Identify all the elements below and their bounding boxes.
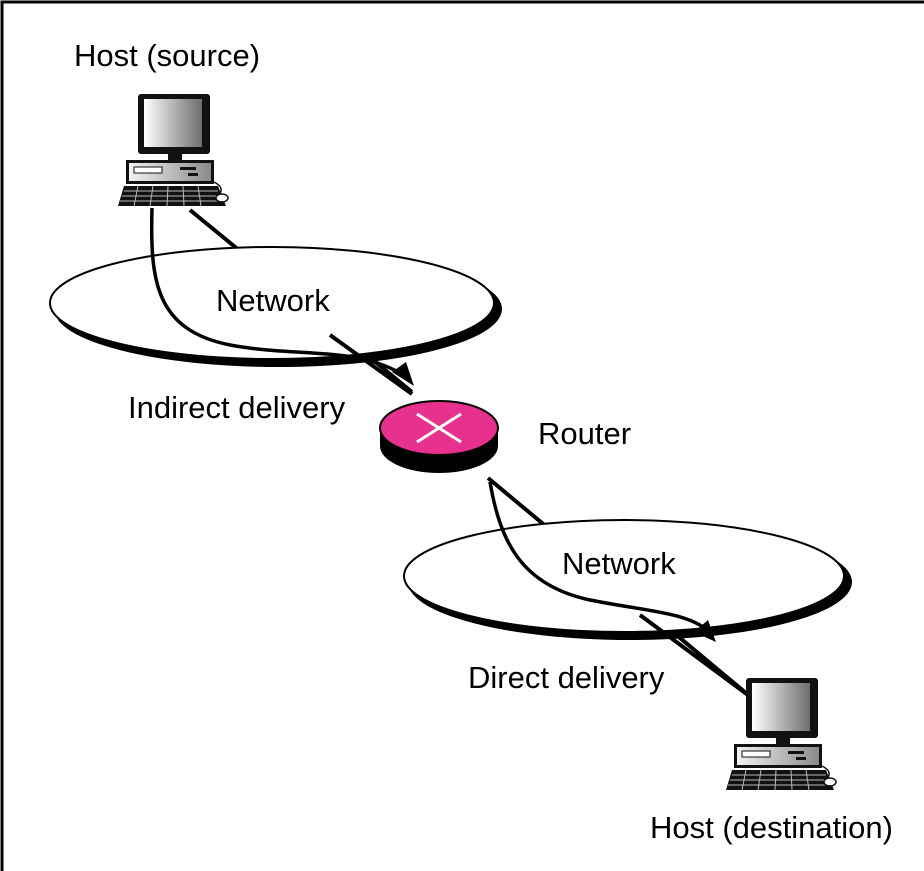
source-host-label: Host (source) <box>74 38 260 73</box>
network-bottom <box>403 519 852 640</box>
indirect-delivery-label: Indirect delivery <box>128 390 346 425</box>
link-segment <box>328 333 414 396</box>
link-segment <box>638 613 754 700</box>
destination-host-label: Host (destination) <box>650 810 893 845</box>
router-icon <box>379 400 499 473</box>
arrowhead-icon <box>392 362 414 386</box>
direct-delivery-label: Direct delivery <box>468 660 665 695</box>
network-bottom-label: Network <box>562 546 676 581</box>
direct-delivery-arrow <box>488 481 714 636</box>
indirect-delivery-arrow <box>149 207 409 380</box>
network-top-label: Network <box>216 283 330 318</box>
source-computer-icon <box>118 94 229 207</box>
router-label: Router <box>538 416 631 451</box>
destination-computer-icon <box>726 678 837 791</box>
arrowhead-icon <box>694 620 716 642</box>
network-top <box>49 246 502 367</box>
